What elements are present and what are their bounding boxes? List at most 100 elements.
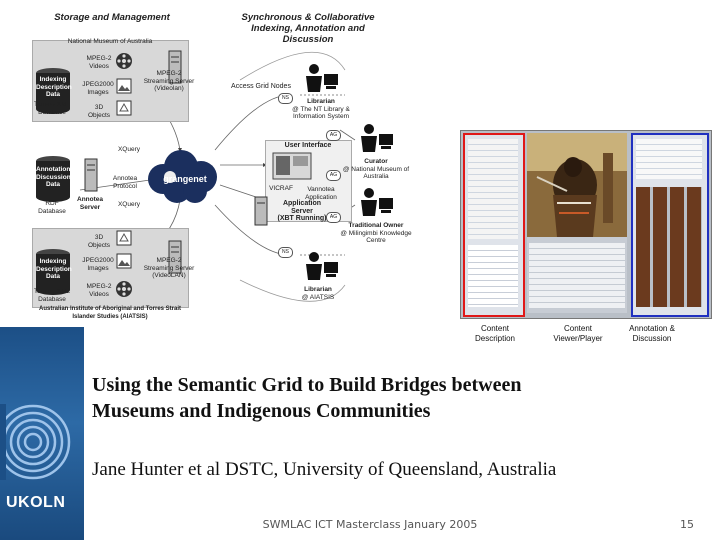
annotation-discussion-pane	[631, 133, 709, 317]
viewer-pane	[527, 133, 627, 313]
image-icon	[116, 78, 132, 94]
slide-author: Jane Hunter et al DSTC, University of Qu…	[92, 459, 557, 480]
librarian-top-label: Librarian @ The NT Library & Information…	[286, 98, 356, 121]
librarian-top-line2: @ The NT Library &	[292, 105, 350, 113]
page-number: 15	[680, 518, 694, 531]
storage-management-heading: Storage and Management	[54, 12, 170, 23]
appserver-line1: Application	[282, 200, 322, 207]
trad-owner-line2: @ Milingimbi Knowledge	[340, 229, 412, 237]
ukoln-logo-bar: UKOLN	[0, 327, 84, 540]
curator-label: Curator @ National Museum of Australia	[340, 158, 412, 181]
viewer-controls	[529, 243, 625, 309]
slide-title: Using the Semantic Grid to Build Bridges…	[92, 372, 702, 424]
db1-line2: Description	[36, 83, 72, 91]
nma-label: National Museum of Australia	[67, 38, 153, 45]
appserver-running: (XBT Running)	[277, 215, 327, 222]
anno-caption-line2: Database	[38, 207, 66, 215]
stream-top-line2: Streaming Server	[143, 77, 195, 85]
curator-line2: @ National Museum of	[342, 165, 410, 173]
librarian-bottom-label: Librarian @ AIATSIS	[288, 286, 348, 301]
application-server-icon	[254, 196, 268, 226]
aiatsis-label: Australian Institute of Aboriginal and T…	[30, 306, 190, 321]
db1-caption-line2: Database	[38, 108, 66, 116]
curator-person-icon	[361, 124, 393, 152]
application-server-label: Application Server (XBT Running)	[262, 200, 342, 223]
objects-bottom-line2: Objects	[87, 241, 111, 249]
content-description-pane	[463, 133, 525, 317]
jpeg-bottom-line1: JPEG2000	[82, 257, 114, 264]
collab-heading-line1: Synchronous & Collaborative	[241, 12, 375, 23]
protocol-line2: Protocol	[113, 182, 137, 190]
db1-caption: Tamino XML Database	[30, 101, 74, 116]
indexing-database-bottom-icon	[36, 249, 70, 295]
node-badge-3: AG	[326, 170, 341, 181]
librarian-person-icon	[306, 64, 338, 92]
stream-bottom-line3: (VideoLAN)	[152, 272, 186, 279]
ui-screen-thumbnail	[272, 152, 312, 180]
vannotea-line1: Vannotea	[307, 186, 335, 193]
user-interface-label: User Interface	[284, 142, 332, 149]
3d-objects-top: 3D Objects	[84, 104, 114, 119]
jpeg-top-line1: JPEG2000	[82, 81, 114, 88]
aiatsis-line1: Australian Institute of Aboriginal and T…	[38, 306, 181, 312]
access-grid-label: Access Grid Nodes	[231, 83, 291, 90]
anno-db-line2: Discussion	[36, 173, 71, 181]
streaming-server-bottom-icon	[168, 240, 182, 274]
annotation-database-icon	[36, 156, 70, 202]
db1-caption-line1: Tamino XML	[33, 101, 71, 108]
librarian-aiatsis-person-icon	[306, 252, 338, 280]
trad-owner-line3: Centre	[366, 237, 386, 244]
viewer-photo	[527, 133, 627, 237]
db2-label: Indexing Description Data	[36, 258, 72, 281]
traditional-owner-label: Traditional Owner @ Milingimbi Knowledge…	[336, 222, 416, 245]
description-fields	[468, 245, 518, 307]
architecture-diagram: Storage and Management Synchronous & Col…	[30, 12, 416, 321]
mpeg2-top-line1: MPEG-2	[86, 55, 112, 62]
title-line2: Museums and Indigenous Communities	[92, 400, 431, 422]
db2-caption-line2: Database	[38, 295, 66, 303]
streaming-server-icon	[168, 50, 182, 84]
cap2-line2: Viewer/Player	[553, 334, 603, 343]
objects-top-line1: 3D	[94, 104, 104, 111]
stream-bottom-line1: MPEG-2	[156, 257, 182, 264]
traditional-owner-person-icon	[361, 188, 393, 216]
node-badge-1: NS	[278, 93, 293, 104]
3d-object-bottom-icon	[116, 230, 132, 246]
jpeg-images-top: JPEG2000 Images	[80, 81, 116, 96]
curator-line1: Curator	[364, 158, 388, 165]
annotea-server-label: Annotea Server	[72, 196, 108, 211]
annotea-protocol-label: Annotea Protocol	[108, 175, 142, 190]
annotea-server-icon	[84, 158, 98, 192]
film-reel-icon	[116, 53, 132, 69]
indexing-database-icon	[36, 68, 70, 114]
content-viewer-caption: Content Viewer/Player	[540, 324, 616, 344]
objects-bottom-line1: 3D	[94, 234, 104, 241]
anno-db-line3: Data	[45, 181, 61, 188]
vannotea-screenshot	[460, 130, 712, 319]
content-description-caption: Content Description	[462, 324, 528, 344]
anno-caption-line1: RDF	[45, 200, 59, 207]
annotation-list	[636, 139, 702, 179]
streaming-server-top-label: MPEG-2 Streaming Server (Videolan)	[138, 70, 200, 93]
mpeg2-top-line2: Videos	[89, 62, 109, 70]
stream-top-line1: MPEG-2	[156, 70, 182, 77]
annotation-db-label: Annotation Discussion Data	[36, 166, 71, 189]
trad-owner-line1: Traditional Owner	[348, 222, 404, 229]
description-tree	[468, 139, 518, 239]
objects-top-line2: Objects	[87, 111, 111, 119]
grangenet-cloud-icon	[148, 150, 217, 203]
annotea-line1: Annotea	[77, 196, 103, 203]
db1-line1: Indexing	[39, 76, 67, 83]
3d-objects-bottom: 3D Objects	[84, 234, 114, 249]
title-line1: Using the Semantic Grid to Build Bridges…	[92, 374, 522, 396]
jpeg-images-bottom: JPEG2000 Images	[80, 257, 116, 272]
db2-line3: Data	[45, 273, 61, 280]
node-badge-5: NS	[278, 247, 293, 258]
annotation-db-caption: RDF Database	[32, 200, 72, 215]
db1-line3: Data	[45, 91, 61, 98]
mpeg2-bottom-line2: Videos	[89, 290, 109, 298]
librarian-bottom-line2: @ AIATSIS	[301, 293, 335, 301]
jpeg-bottom-line2: Images	[87, 264, 109, 272]
cap2-line1: Content	[563, 324, 593, 333]
db1-label: Indexing Description Data	[36, 76, 72, 99]
